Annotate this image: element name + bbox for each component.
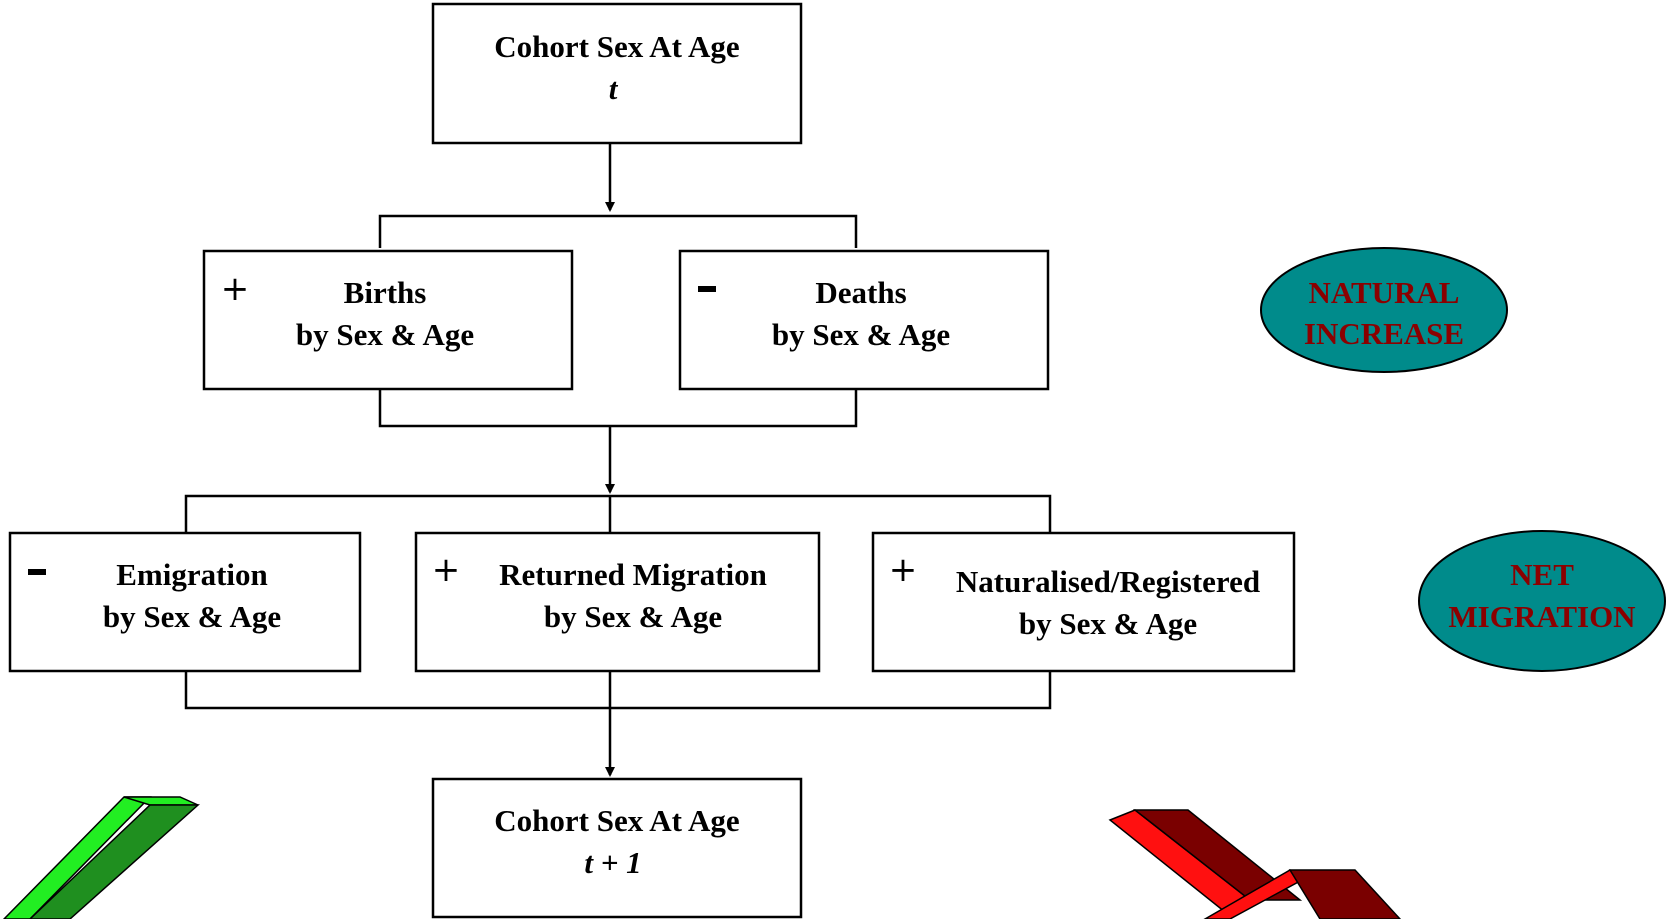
returned-migration-box: + Returned Migration by Sex & Age: [414, 531, 821, 673]
emigration-box: Emigration by Sex & Age: [8, 531, 362, 673]
net-migration-line2: MIGRATION: [1448, 599, 1635, 634]
returned-migration-subtitle: by Sex & Age: [544, 599, 722, 634]
returned-migration-title: Returned Migration: [499, 557, 767, 592]
net-migration-line1: NET: [1510, 557, 1574, 592]
natural-increase-line2: INCREASE: [1304, 316, 1464, 351]
plus-icon: +: [432, 550, 461, 590]
cohort-top-age: t: [609, 71, 619, 106]
naturalised-title: Naturalised/Registered: [956, 564, 1260, 599]
cohort-bottom-title: Cohort Sex At Age: [494, 803, 739, 838]
bracket-natural-top: [378, 214, 858, 248]
plus-icon: +: [889, 550, 918, 590]
births-subtitle: by Sex & Age: [296, 317, 474, 352]
emigration-subtitle: by Sex & Age: [103, 599, 281, 634]
net-migration-oval: NET MIGRATION: [1418, 530, 1666, 672]
naturalised-box: + Naturalised/Registered by Sex & Age: [871, 531, 1296, 673]
cohort-bottom-age: t + 1: [584, 845, 641, 880]
births-title: Births: [344, 275, 427, 310]
red-down-arrow-icon: [1108, 809, 1402, 919]
cohort-top-box: Cohort Sex At Age t: [431, 2, 803, 145]
bracket-migration-bottom: [184, 672, 1052, 710]
births-box: + Births by Sex & Age: [202, 249, 574, 391]
bracket-natural-bottom: [378, 390, 858, 428]
deaths-title: Deaths: [815, 275, 906, 310]
plus-icon: +: [221, 269, 250, 309]
minus-icon: [28, 569, 46, 575]
connectors: [184, 143, 1052, 777]
deaths-box: Deaths by Sex & Age: [678, 249, 1050, 391]
minus-icon: [698, 286, 716, 292]
natural-increase-oval: NATURAL INCREASE: [1260, 247, 1508, 373]
naturalised-subtitle: by Sex & Age: [1019, 606, 1197, 641]
cohort-top-title: Cohort Sex At Age: [494, 29, 739, 64]
natural-increase-line1: NATURAL: [1309, 275, 1460, 310]
cohort-bottom-box: Cohort Sex At Age t + 1: [431, 777, 803, 919]
bracket-migration-top: [184, 494, 1052, 532]
emigration-title: Emigration: [116, 557, 268, 592]
green-up-arrow-icon: [2, 796, 200, 919]
deaths-subtitle: by Sex & Age: [772, 317, 950, 352]
